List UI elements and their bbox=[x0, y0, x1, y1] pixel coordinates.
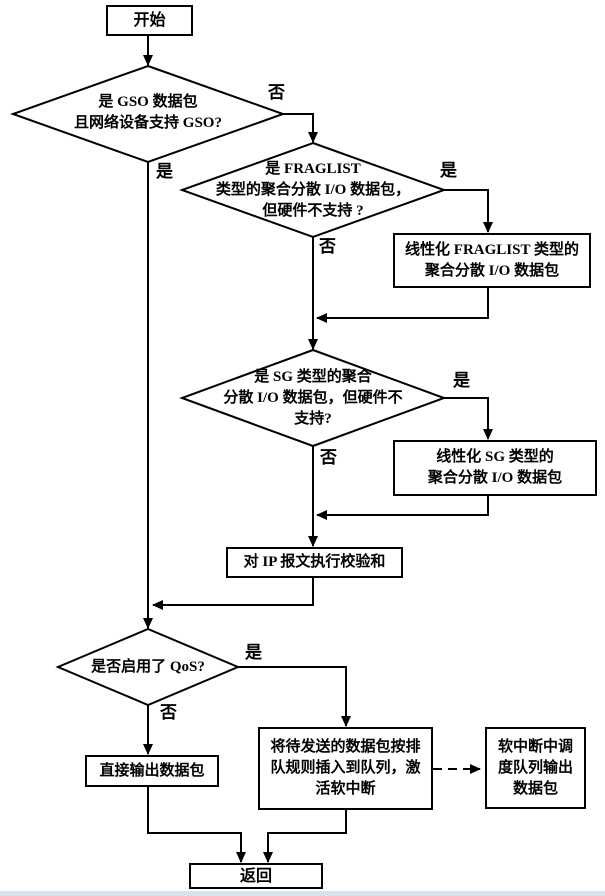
process-linearize-fraglist: 线性化 FRAGLIST 类型的 聚合分散 I/O 数据包 bbox=[393, 233, 591, 288]
label-qos-no: 否 bbox=[160, 703, 177, 722]
decision-qos-label: 是否启用了 QoS? bbox=[91, 658, 205, 675]
label-gso-yes: 是 bbox=[156, 162, 173, 181]
edge-checksum-merge bbox=[152, 578, 314, 610]
decision-sg-label: 是 SG 类型的聚合 分散 I/O 数据包，但硬件不 支持? bbox=[223, 368, 403, 427]
process-linearize-sg: 线性化 SG 类型的 聚合分散 I/O 数据包 bbox=[393, 440, 597, 496]
label-sg-no: 否 bbox=[320, 448, 337, 467]
edge-linfraglist-merge bbox=[316, 288, 489, 323]
process-direct-output: 直接输出数据包 bbox=[85, 755, 219, 787]
decision-fraglist-label: 是 FRAGLIST 类型的聚合分散 I/O 数据包， 但硬件不支持 ? bbox=[215, 160, 411, 219]
edge-direct-to-return bbox=[147, 787, 246, 863]
label-sg-yes: 是 bbox=[453, 371, 470, 390]
decision-gso-label: 是 GSO 数据包 且网络设备支持 GSO? bbox=[74, 94, 222, 131]
edge-linsg-merge bbox=[316, 496, 489, 520]
edge-fraglist-yes bbox=[444, 189, 493, 233]
label-qos-yes: 是 bbox=[245, 643, 262, 662]
bottom-edge-bar bbox=[0, 891, 605, 896]
label-fraglist-no: 否 bbox=[319, 237, 336, 256]
process-softirq: 软中断中调 度队列输出 数据包 bbox=[485, 727, 586, 809]
process-checksum: 对 IP 报文执行校验和 bbox=[226, 547, 403, 578]
edge-qos-yes bbox=[238, 666, 351, 727]
label-gso-no: 否 bbox=[268, 83, 285, 102]
edge-enqueue-to-return bbox=[263, 810, 347, 863]
end-node: 返回 bbox=[189, 863, 323, 889]
edge-sg-yes bbox=[444, 397, 493, 440]
process-enqueue: 将待发送的数据包按排 队规则插入到队列，激 活软中断 bbox=[258, 727, 433, 810]
label-fraglist-yes: 是 bbox=[440, 161, 457, 180]
start-node: 开始 bbox=[106, 5, 193, 36]
edge-gso-no bbox=[283, 113, 318, 143]
